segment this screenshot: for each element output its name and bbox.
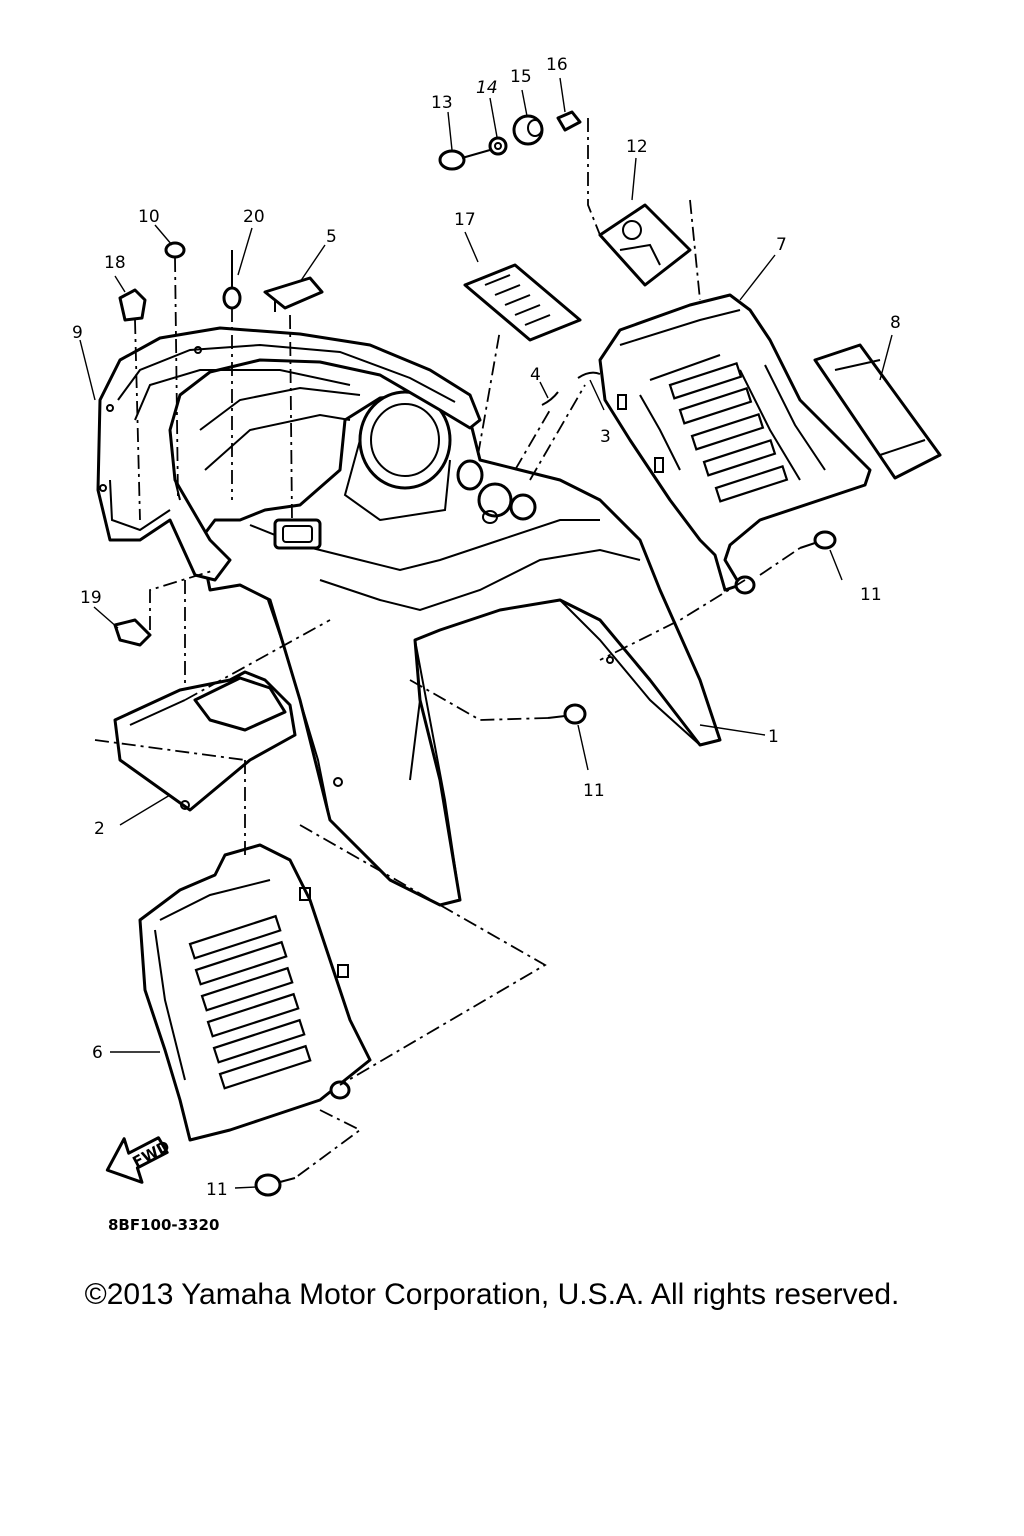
callout-16: 16	[546, 55, 568, 75]
lock-bracket	[598, 203, 692, 287]
callout-17: 17	[454, 210, 476, 230]
callout-11c: 11	[206, 1180, 228, 1200]
callout-6: 6	[92, 1043, 103, 1063]
callout-9: 9	[72, 323, 83, 343]
assembly-lines	[94, 118, 801, 1179]
callout-14: 14	[476, 78, 498, 98]
right-side-grille	[598, 293, 872, 592]
grille-pad	[813, 343, 942, 480]
callout-18: 18	[104, 253, 126, 273]
decal-plate	[463, 263, 582, 342]
center-lower-panel	[113, 670, 297, 812]
fwd-arrow-icon: FWD	[105, 1136, 173, 1184]
callout-1: 1	[768, 727, 779, 747]
callout-2: 2	[94, 819, 105, 839]
callout-11b: 11	[583, 781, 605, 801]
front-cover-body	[198, 390, 722, 907]
copyright-notice: ©2013 Yamaha Motor Corporation, U.S.A. A…	[84, 1278, 900, 1311]
callout-15: 15	[510, 67, 532, 87]
drawing-code: 8BF100-3320	[108, 1216, 219, 1234]
callout-11a: 11	[860, 585, 882, 605]
callout-12: 12	[626, 137, 648, 157]
callout-5: 5	[326, 227, 337, 247]
callout-8: 8	[890, 313, 901, 333]
callout-numbers: 1 2 3 4 5 6 7 8 9 10 11 11 11 12 13 14 1…	[72, 55, 901, 1200]
callout-20: 20	[243, 207, 265, 227]
callout-10: 10	[138, 207, 160, 227]
leader-lines	[79, 77, 893, 1189]
rear-grab-panel	[96, 326, 482, 582]
callout-4: 4	[530, 365, 541, 385]
hardware-parts	[113, 110, 837, 1197]
left-side-grille	[138, 843, 372, 1142]
parts-diagram: FWD 1 2 3 4 5 6 7 8 9 10 11 11 11 12 13 …	[72, 55, 942, 1234]
callout-7: 7	[776, 235, 787, 255]
callout-19: 19	[80, 588, 102, 608]
callout-13: 13	[431, 93, 453, 113]
callout-3: 3	[600, 427, 611, 447]
